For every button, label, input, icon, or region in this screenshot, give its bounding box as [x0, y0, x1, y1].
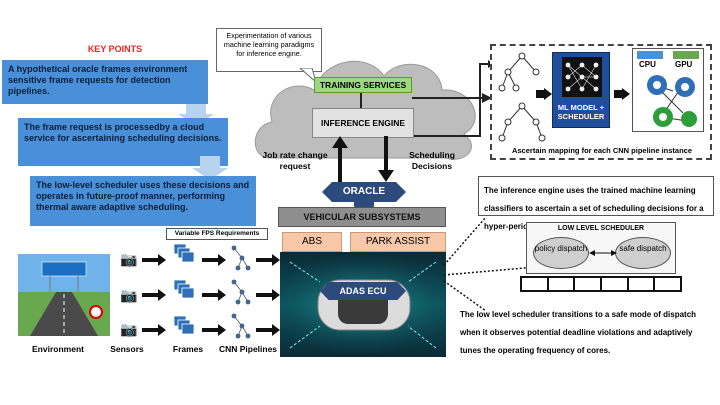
- job-rate-label: Job rate change request: [262, 150, 328, 171]
- oracle-box: ORACLE: [322, 182, 406, 202]
- frames-label: Frames: [172, 344, 204, 354]
- scheduling-arrow: [378, 136, 394, 182]
- ml-model-box: ML MODEL + SCHEDULER: [552, 52, 610, 128]
- inference-info-text: The inference engine uses the trained ma…: [484, 186, 704, 231]
- cnn-pipeline-icons: [231, 245, 251, 339]
- training-to-inference-line: [360, 93, 362, 108]
- low-level-scheduler-panel: LOW LEVEL SCHEDULER policy dispatch safe…: [526, 222, 676, 274]
- core-slot: [575, 278, 603, 290]
- mapping-nodes-icon: [647, 75, 697, 127]
- cpu-label: CPU: [639, 60, 656, 69]
- safe-dispatch-label: safe dispatch: [619, 244, 667, 253]
- tree-graph-icon: [498, 52, 546, 142]
- park-assist-label: PARK ASSIST: [365, 236, 431, 247]
- key-point-2-text: The frame request is processedby a cloud…: [24, 122, 222, 143]
- ml-arrow-in: [536, 88, 552, 100]
- abs-box: ABS: [282, 232, 342, 252]
- key-point-3: The low-level scheduler uses these decis…: [30, 176, 256, 226]
- oracle-label: ORACLE: [342, 186, 386, 197]
- environment-label: Environment: [32, 344, 84, 354]
- oracle-stem: [354, 202, 374, 208]
- experimentation-note-text: Experimentation of various machine learn…: [223, 31, 315, 58]
- abs-label: ABS: [301, 236, 322, 247]
- frames-stack-icon: [173, 243, 195, 335]
- gpu-chip: [673, 51, 699, 59]
- policy-dispatch-node: policy dispatch: [533, 237, 589, 269]
- cnn-pipelines-label: CNN Pipelines: [218, 344, 278, 354]
- inference-engine-box: INFERENCE ENGINE: [312, 108, 414, 138]
- low-level-info-text: The low level scheduler transitions to a…: [460, 310, 697, 355]
- key-point-2: The frame request is processedby a cloud…: [18, 118, 228, 166]
- sensors-label: Sensors: [110, 344, 144, 354]
- gpu-label: GPU: [675, 60, 693, 69]
- key-point-1-text: A hypothetical oracle frames environment…: [8, 64, 188, 96]
- core-slot: [602, 278, 629, 290]
- key-points-title: KEY POINTS: [87, 44, 143, 54]
- adas-ecu-label-box: ADAS ECU: [320, 282, 406, 300]
- camera-icon: 📷: [120, 251, 138, 267]
- training-services-box: TRAINING SERVICES: [314, 77, 412, 93]
- core-slots-bar: [520, 276, 682, 292]
- core-slot: [549, 278, 576, 290]
- experimentation-note: Experimentation of various machine learn…: [216, 28, 322, 72]
- highway-environment-icon: [18, 254, 110, 336]
- core-slot: [655, 278, 680, 290]
- key-point-3-text: The low-level scheduler uses these decis…: [36, 180, 250, 212]
- cpu-gpu-box: CPU GPU: [632, 48, 704, 132]
- safe-dispatch-node: safe dispatch: [615, 237, 671, 269]
- vehicular-subsystems-box: VEHICULAR SUBSYSTEMS: [278, 207, 446, 227]
- scheduling-decisions-label: Scheduling Decisions: [409, 150, 455, 171]
- down-arrow-2: [200, 156, 220, 170]
- job-rate-arrow: [332, 136, 348, 182]
- camera-icon: 📷: [120, 321, 138, 337]
- low-level-scheduler-title: LOW LEVEL SCHEDULER: [557, 225, 645, 232]
- note-pointer: [299, 68, 317, 84]
- core-slot: [629, 278, 656, 290]
- adas-connectors: [443, 216, 537, 312]
- training-to-ml-connector: [412, 93, 492, 103]
- fps-requirements-label: Variable FPS Requirements: [166, 228, 268, 240]
- adas-ecu-label: ADAS ECU: [339, 286, 387, 296]
- key-point-1: A hypothetical oracle frames environment…: [2, 60, 208, 104]
- training-services-label: TRAINING SERVICES: [319, 80, 407, 90]
- policy-dispatch-label: policy dispatch: [534, 244, 588, 253]
- dispatch-transition-arrow: [589, 250, 617, 256]
- neural-network-icon: [562, 57, 602, 97]
- inference-info-box: The inference engine uses the trained ma…: [478, 176, 714, 231]
- cpu-chip: [637, 51, 663, 59]
- adas-ecu-panel: ADAS ECU: [280, 252, 446, 357]
- camera-icon: 📷: [120, 287, 138, 303]
- park-assist-box: PARK ASSIST: [350, 232, 446, 252]
- car-top-view-icon: [280, 254, 446, 354]
- low-level-info-box: The low level scheduler transitions to a…: [458, 302, 716, 355]
- ml-model-label: ML MODEL + SCHEDULER: [557, 103, 605, 121]
- pipeline-arrows: [142, 254, 280, 336]
- vehicular-subsystems-label: VEHICULAR SUBSYSTEMS: [303, 212, 421, 222]
- ml-arrow-out: [614, 88, 630, 100]
- inference-engine-label: INFERENCE ENGINE: [320, 118, 406, 128]
- core-slot: [522, 278, 549, 290]
- down-arrow-2-head: [192, 168, 228, 180]
- ml-panel-caption: Ascertain mapping for each CNN pipeline …: [511, 146, 693, 155]
